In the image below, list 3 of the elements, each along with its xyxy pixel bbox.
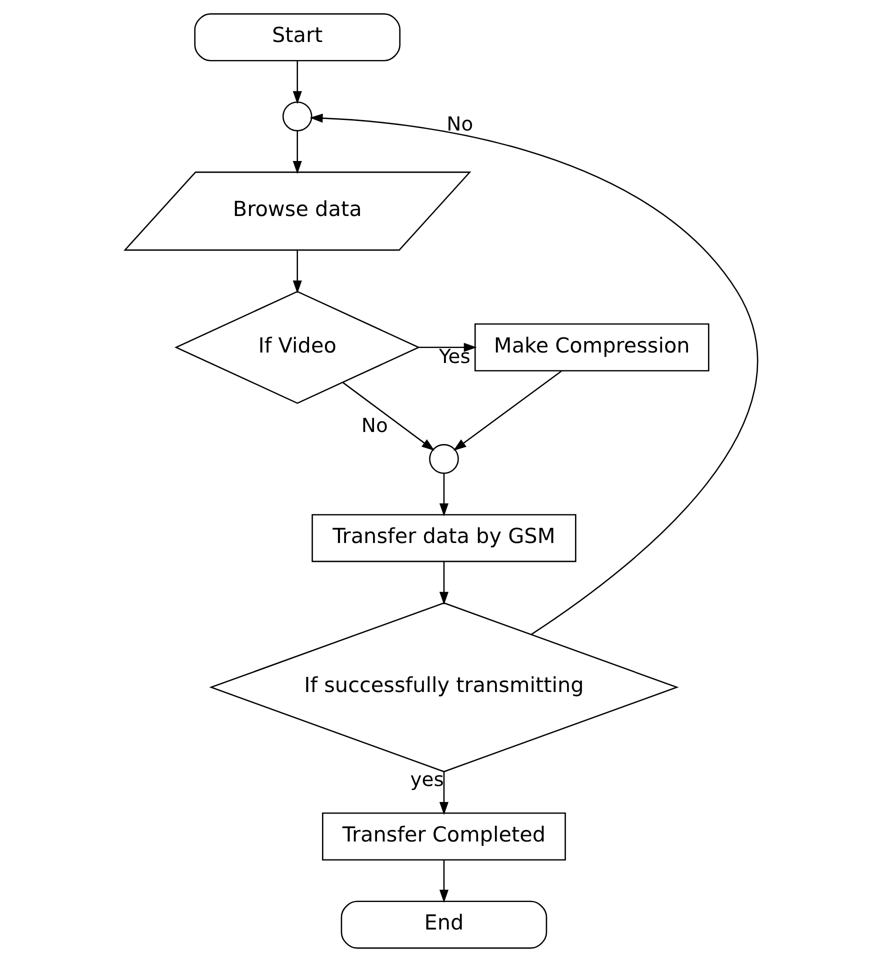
edge-label: No bbox=[446, 112, 473, 136]
edge-label: No bbox=[360, 414, 388, 437]
edge-label: Yes bbox=[438, 344, 470, 368]
